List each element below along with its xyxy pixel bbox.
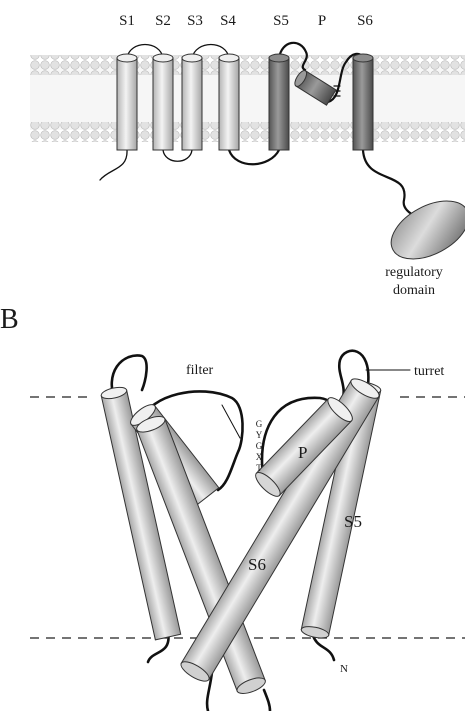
sequence-residue: G	[256, 441, 263, 451]
sequence-residue: Y	[256, 430, 263, 440]
n-terminus-label: N	[340, 663, 348, 675]
filter-label: filter	[186, 363, 214, 378]
c-terminus-bottom-right	[262, 688, 272, 711]
helix-s1	[116, 53, 138, 151]
panel-letter-b: B	[0, 304, 19, 335]
helix-right-p	[255, 397, 353, 497]
c-terminus-linker	[361, 148, 418, 218]
segment-label-s2: S2	[155, 13, 171, 29]
c-terminus-bottom-left	[205, 670, 214, 711]
regulatory-domain-label-line1: regulatory	[385, 265, 443, 280]
sequence-residue: T	[256, 463, 262, 473]
sequence-residue: G	[256, 419, 263, 429]
panel-b: B	[0, 304, 465, 711]
s6-helix-label: S6	[248, 555, 266, 574]
helix-s4	[218, 53, 240, 151]
segment-label-p: P	[318, 13, 326, 29]
helix-p	[294, 70, 337, 106]
segment-label-s6: S6	[357, 13, 373, 29]
turret-label: turret	[414, 364, 444, 379]
segment-label-s4: S4	[220, 13, 236, 29]
helix-s5	[268, 53, 290, 151]
filter-loop-left	[140, 390, 244, 492]
lipid-row-outer	[30, 55, 465, 75]
panel-a: S1 S2 S3 S4 S5 P S6 regulatory domain	[30, 13, 465, 298]
intracellular-loop-s2-s3	[162, 149, 193, 162]
segment-label-s3: S3	[187, 13, 203, 29]
turret-loop-right	[337, 349, 370, 407]
segment-label-s5: S5	[273, 13, 289, 29]
helix-right-s6	[180, 378, 380, 682]
regulatory-domain-shape	[390, 200, 465, 260]
lipid-row-inner	[30, 122, 465, 142]
helix-s3	[181, 53, 203, 151]
helix-s6	[352, 53, 374, 151]
turret-loop-left	[110, 354, 148, 412]
n-terminus-tail	[99, 149, 128, 181]
selectivity-sequence: G Y G X T	[256, 419, 263, 473]
regulatory-domain-label-line2: domain	[393, 283, 435, 298]
helix-s2	[152, 53, 174, 151]
turret-loop-s5-p	[277, 41, 308, 72]
sequence-residue: X	[256, 452, 263, 462]
filter-pointer-line	[221, 404, 241, 439]
p-helix-label: P	[298, 443, 307, 462]
helix-left-s5	[100, 386, 182, 641]
linker-s4-s5	[227, 148, 281, 166]
s5-helix-label: S5	[344, 512, 362, 531]
segment-label-s1: S1	[119, 13, 135, 29]
